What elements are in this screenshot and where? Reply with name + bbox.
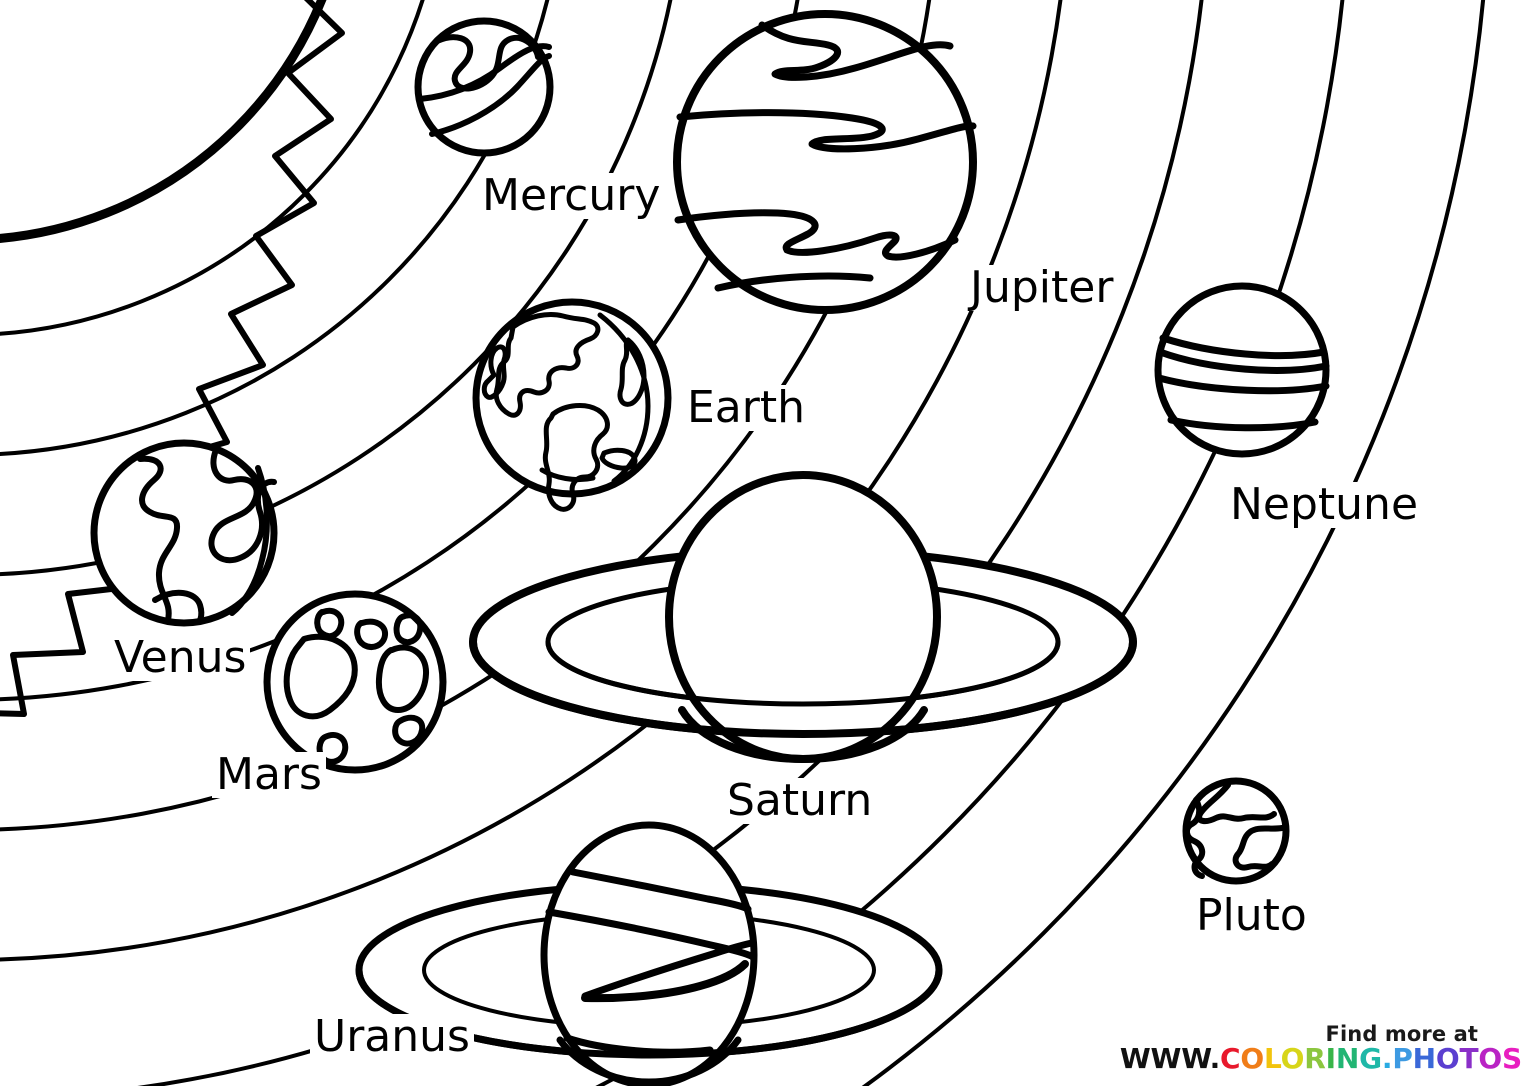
url-letter-2: L <box>1264 1042 1281 1076</box>
mars-crater-small-4 <box>392 714 426 747</box>
website-url: WWW.COLORING.PHOTOS <box>1120 1045 1522 1074</box>
saturn-ring-front-inner <box>545 639 1061 707</box>
earth-west-edge <box>481 344 508 400</box>
mercury-pattern-2 <box>417 43 552 102</box>
jupiter-band-4 <box>714 272 874 292</box>
pluto-patch-1 <box>1196 782 1277 825</box>
sun-disc <box>0 0 327 243</box>
url-colored-letters: COLORING.PHOTOS <box>1220 1042 1522 1075</box>
planet-venus <box>90 439 278 627</box>
watermark-footer: Find more at WWW.COLORING.PHOTOS <box>1120 1022 1522 1074</box>
uranus-band-3 <box>581 939 756 1000</box>
uranus-band-2 <box>545 908 757 961</box>
uranus-body <box>540 821 758 1086</box>
mars-crater-small-1 <box>314 607 345 640</box>
url-letter-1: O <box>1240 1042 1265 1076</box>
jupiter-band-3 <box>674 209 959 261</box>
venus-pattern-edge <box>229 465 270 616</box>
url-letter-11: O <box>1435 1042 1460 1076</box>
url-letter-5: I <box>1325 1042 1336 1076</box>
label-mercury: Mercury <box>478 173 665 219</box>
earth-globe-edge <box>597 312 651 484</box>
planet-neptune <box>1154 282 1330 458</box>
url-letter-6: N <box>1335 1042 1360 1076</box>
url-letter-7: G <box>1359 1042 1382 1076</box>
url-letter-14: S <box>1502 1042 1522 1076</box>
pluto-patch-3 <box>1232 825 1285 871</box>
url-letter-12: T <box>1459 1042 1479 1076</box>
pluto-patch-2 <box>1184 797 1206 879</box>
jupiter-body <box>673 10 977 314</box>
mars-crater-mid <box>375 644 429 713</box>
label-uranus: Uranus <box>310 1014 474 1060</box>
earth-south-america <box>542 403 610 512</box>
jupiter-band-2 <box>676 109 977 153</box>
mars-crater-small-2 <box>354 618 388 650</box>
venus-pattern-left <box>137 455 180 623</box>
label-jupiter: Jupiter <box>966 265 1118 311</box>
label-venus: Venus <box>110 635 251 681</box>
saturn-body <box>665 471 941 763</box>
neptune-band-3 <box>1155 374 1330 395</box>
jupiter-band-1 <box>758 21 954 81</box>
uranus-ring-front <box>355 966 943 1059</box>
uranus-body-bottom <box>556 1036 742 1086</box>
url-letter-0: C <box>1220 1042 1241 1076</box>
uranus-band-4 <box>581 960 749 1003</box>
saturn-body-bottom <box>678 706 928 763</box>
venus-pattern-right <box>208 447 277 563</box>
label-neptune: Neptune <box>1226 482 1423 528</box>
saturn-ring-front <box>469 638 1137 738</box>
planet-earth <box>472 298 672 512</box>
earth-north-america <box>493 311 601 418</box>
label-mars: Mars <box>212 752 326 798</box>
mercury-pattern-3 <box>429 53 552 137</box>
earth-antarctic <box>539 467 596 483</box>
uranus-band-1 <box>569 868 752 913</box>
url-letter-9: P <box>1392 1042 1413 1076</box>
url-letter-3: O <box>1280 1042 1305 1076</box>
venus-body <box>90 439 278 627</box>
mars-crater-small-3 <box>393 612 424 646</box>
neptune-band-4 <box>1167 416 1319 432</box>
find-more-text: Find more at <box>1325 1022 1478 1047</box>
sun <box>0 0 345 717</box>
planet-pluto <box>1182 777 1290 885</box>
label-saturn: Saturn <box>723 778 877 824</box>
planet-uranus <box>355 821 943 1086</box>
url-letter-13: O <box>1478 1042 1503 1076</box>
sun-rays-zigzag <box>0 0 345 717</box>
label-earth: Earth <box>683 385 809 431</box>
url-www: WWW. <box>1119 1042 1221 1076</box>
neptune-band-1 <box>1159 334 1328 360</box>
planet-saturn <box>469 471 1137 763</box>
url-letter-8: . <box>1381 1042 1393 1076</box>
venus-pattern-lower <box>152 589 205 624</box>
planet-jupiter <box>673 10 977 314</box>
mars-crater-large <box>283 633 358 720</box>
mars-crater-small-5 <box>316 731 349 765</box>
url-letter-10: H <box>1412 1042 1436 1076</box>
planet-mars <box>263 590 447 774</box>
label-pluto: Pluto <box>1192 893 1311 939</box>
neptune-band-2 <box>1156 348 1330 374</box>
planet-mercury <box>414 17 554 157</box>
url-letter-4: R <box>1304 1042 1326 1076</box>
